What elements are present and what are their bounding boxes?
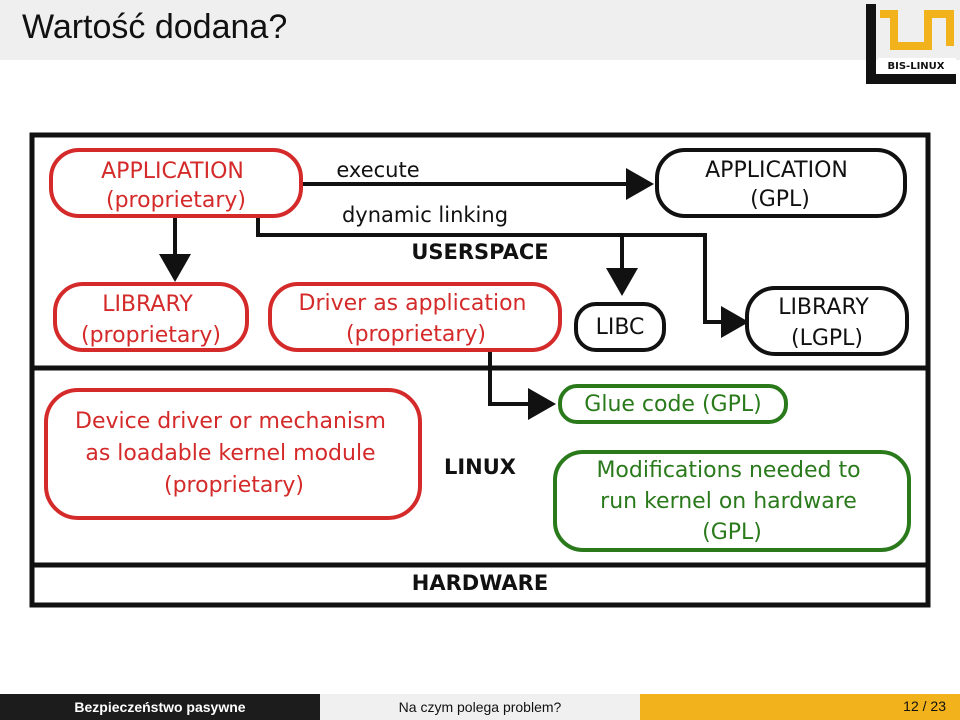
driver-app-box bbox=[268, 282, 562, 352]
glue-code-box bbox=[558, 384, 788, 424]
modifications-label: Modifications needed to run kernel on ha… bbox=[596, 458, 867, 545]
footer-page-indicator: 12 / 23 bbox=[640, 694, 960, 720]
userspace-label: USERSPACE bbox=[411, 240, 548, 264]
page-number: 12 / 23 bbox=[903, 698, 946, 714]
device-driver-label: Device driver or mechanism as loadable k… bbox=[75, 409, 393, 498]
title-bar: Wartość dodana? bbox=[0, 0, 960, 60]
lib-lgpl-box bbox=[745, 286, 909, 356]
footer-section-title: Bezpieczeństwo pasywne bbox=[0, 694, 320, 720]
device-driver-box bbox=[44, 388, 422, 520]
libc-box bbox=[574, 302, 666, 352]
driver-app-label: Driver as application (proprietary) bbox=[299, 291, 534, 347]
footer-subsection-title: Na czym polega problem? bbox=[320, 694, 640, 720]
glue-code-arrow bbox=[488, 352, 556, 420]
linux-label: LINUX bbox=[444, 455, 516, 479]
bis-linux-logo: BIS-LINUX bbox=[866, 4, 956, 84]
hardware-label: HARDWARE bbox=[412, 571, 548, 595]
logo-text: BIS-LINUX bbox=[888, 61, 945, 72]
lib-proprietary-box bbox=[53, 282, 249, 352]
dynamic-linking-line bbox=[256, 212, 749, 338]
execute-label: execute bbox=[336, 158, 419, 182]
app-gpl-label: APPLICATION (GPL) bbox=[705, 158, 855, 212]
dynamic-linking-label: dynamic linking bbox=[342, 203, 508, 227]
app-proprietary-box bbox=[49, 148, 303, 218]
app-gpl-box bbox=[655, 148, 907, 218]
app-proprietary-label: APPLICATION (proprietary) bbox=[101, 159, 251, 213]
footer-bar: Bezpieczeństwo pasywne Na czym polega pr… bbox=[0, 694, 960, 720]
lib-lgpl-label: LIBRARY (LGPL) bbox=[778, 295, 876, 351]
slide-title: Wartość dodana? bbox=[22, 8, 288, 46]
libc-label: LIBC bbox=[596, 315, 645, 340]
glue-code-label: Glue code (GPL) bbox=[584, 392, 761, 417]
modifications-box bbox=[553, 450, 911, 552]
lib-proprietary-label: LIBRARY (proprietary) bbox=[81, 292, 221, 348]
